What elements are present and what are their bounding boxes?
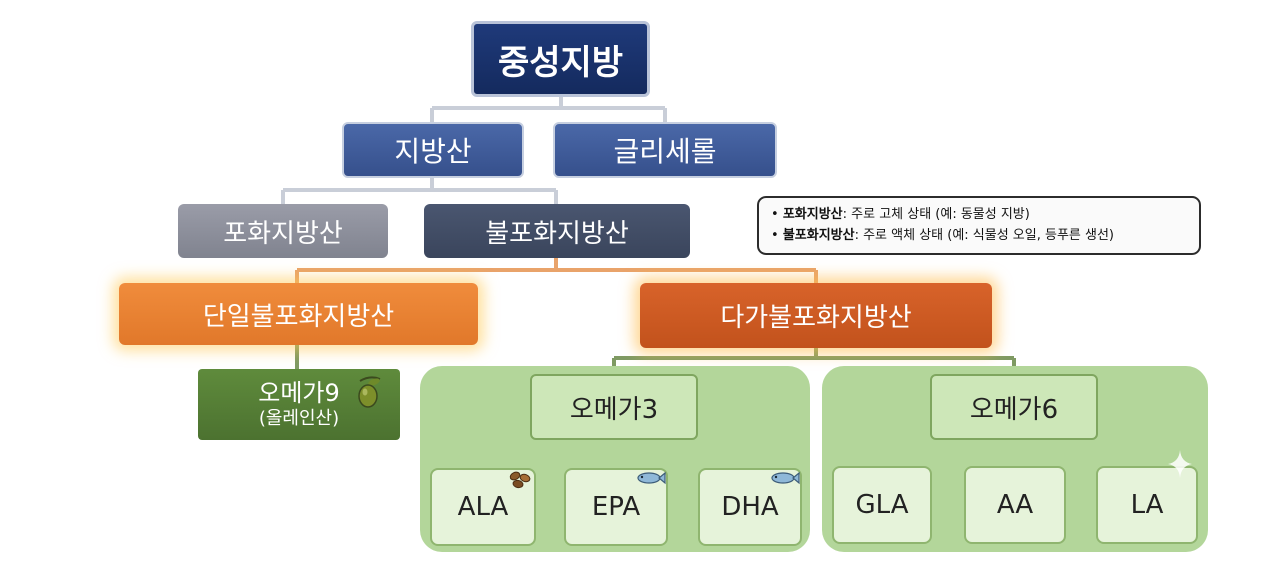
- fish-icon: [771, 471, 800, 485]
- monounsaturated-node: 단일불포화지방산: [119, 283, 478, 345]
- legend-box: • 포화지방산: 주로 고체 상태 (예: 동물성 지방) • 불포화지방산: …: [757, 196, 1201, 255]
- saturated-fatty-acid-node: 포화지방산: [178, 204, 388, 258]
- legend-item-saturated: • 포화지방산: 주로 고체 상태 (예: 동물성 지방): [771, 207, 1030, 222]
- legend-term: 포화지방산: [782, 207, 843, 222]
- gla-node: GLA: [832, 466, 932, 544]
- seeds-icon: [509, 471, 531, 489]
- sparkle-icon: [1168, 450, 1192, 478]
- polyunsaturated-node: 다가불포화지방산: [640, 283, 992, 348]
- legend-term: 불포화지방산: [782, 228, 855, 243]
- legend-desc: : 주로 액체 상태 (예: 식물성 오일, 등푸른 생선): [854, 228, 1114, 243]
- glycerol-node: 글리세롤: [553, 122, 777, 178]
- legend-item-unsaturated: • 불포화지방산: 주로 액체 상태 (예: 식물성 오일, 등푸른 생선): [771, 228, 1114, 243]
- omega9-title: 오메가9: [258, 379, 340, 408]
- aa-node: AA: [964, 466, 1066, 544]
- olive-icon: [358, 376, 381, 408]
- omega3-node: 오메가3: [530, 374, 698, 440]
- omega6-node: 오메가6: [930, 374, 1098, 440]
- root-triglyceride: 중성지방: [471, 21, 650, 97]
- omega9-subtitle: (올레인산): [258, 408, 340, 430]
- legend-desc: : 주로 고체 상태 (예: 동물성 지방): [842, 207, 1030, 222]
- fatty-acid-node: 지방산: [342, 122, 524, 178]
- la-node: LA: [1096, 466, 1198, 544]
- fish-icon: [637, 471, 666, 485]
- unsaturated-fatty-acid-node: 불포화지방산: [424, 204, 690, 258]
